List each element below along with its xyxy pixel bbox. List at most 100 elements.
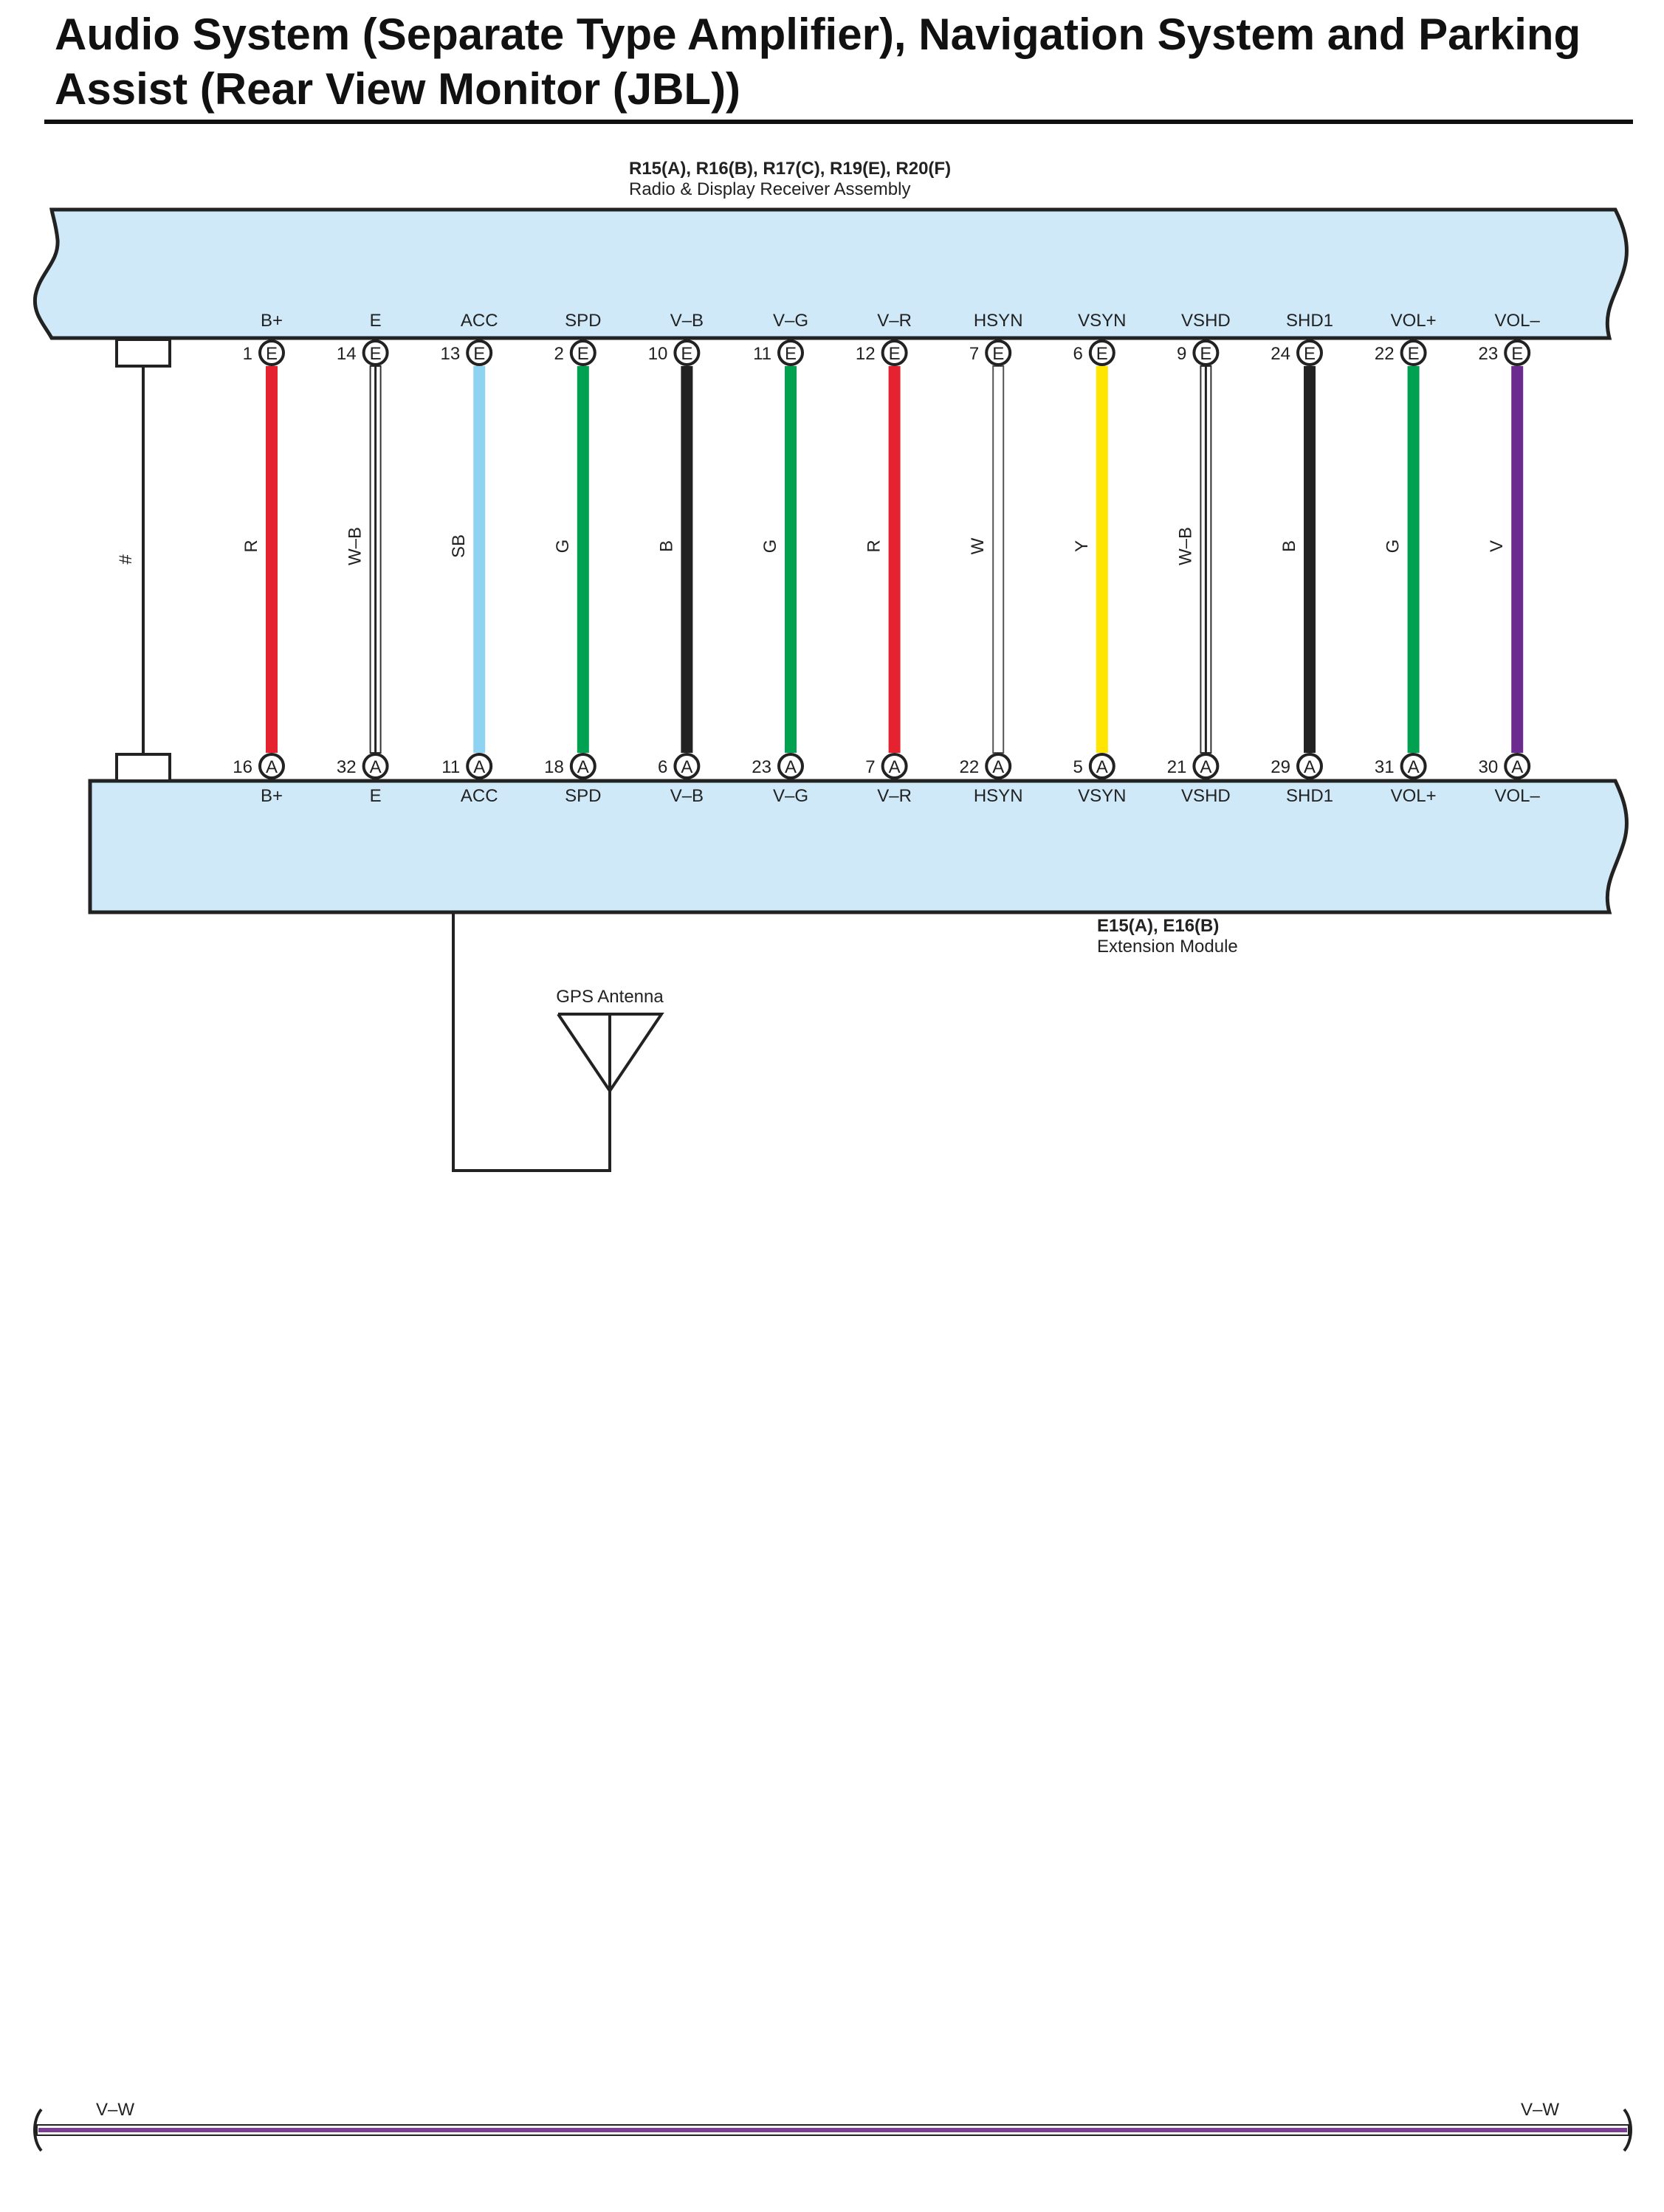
wire-7-color-label: W [968,537,988,554]
antenna-feed-wire [452,912,611,1172]
bottom-signal-label-2: ACC [461,786,498,806]
bottom-pin-0 [258,753,285,779]
wire-12-color-label: V [1487,540,1507,552]
top-pin-5 [777,340,804,366]
bottom-signal-label-6: V–R [877,786,912,806]
top-pin-conn-12: E [1511,344,1523,364]
wire-3 [577,366,589,753]
bottom-pin-conn-10: A [1304,757,1316,777]
bottom-pin-conn-1: A [370,757,382,777]
top-pin-10 [1296,340,1323,366]
gps-antenna-label: GPS Antenna [556,987,664,1007]
bottom-signal-label-9: VSHD [1181,786,1231,806]
bottom-pin-2 [466,753,493,779]
top-pin-conn-2: E [473,344,485,364]
bottom-pin-8 [1088,753,1115,779]
top-pin-conn-1: E [370,344,382,364]
top-pin-6 [881,340,908,366]
top-signal-label-5: V–G [773,311,808,331]
top-pin-number-8: 6 [1073,344,1082,364]
bottom-signal-label-12: VOL– [1495,786,1541,806]
shield-top-terminal [115,338,171,368]
top-pin-number-0: 1 [243,344,252,364]
wire-4 [681,366,693,753]
bus-wire-vw [38,2128,1627,2132]
top-pin-number-5: 11 [753,344,771,364]
wire-6 [888,366,901,753]
top-signal-label-7: HSYN [974,311,1023,331]
bottom-connector-body [88,779,1629,914]
top-pin-3 [569,340,597,366]
top-pin-conn-4: E [681,344,692,364]
bottom-pin-number-6: 7 [865,757,875,777]
top-signal-label-3: SPD [565,311,601,331]
wire-1-color-label: W–B [345,527,365,565]
bottom-signal-label-7: HSYN [974,786,1023,806]
wire-7 [992,365,1005,754]
bottom-pin-1 [362,753,389,779]
bottom-pin-9 [1192,753,1220,779]
top-connector-body [32,207,1629,340]
bottom-pin-conn-9: A [1200,757,1211,777]
wire-11 [1407,366,1420,753]
shield-bottom-terminal [115,753,171,782]
bus-right-break [1623,2108,1632,2152]
top-pin-12 [1504,340,1531,366]
bus-label-left: V–W [96,2100,134,2120]
wire-harness: RB+B+E1A16W–BEEE14A32SBACCACCE13A11GSPDS… [233,311,1540,806]
top-pin-11 [1400,340,1427,366]
top-pin-number-4: 10 [648,344,668,364]
top-pin-4 [673,340,701,366]
wire-10-color-label: B [1279,540,1299,552]
top-pin-number-11: 22 [1375,344,1395,364]
top-signal-label-2: ACC [461,311,498,331]
bottom-pin-number-8: 5 [1073,757,1082,777]
bottom-pin-12 [1504,753,1531,779]
wire-8 [1096,366,1108,753]
bottom-connector-name: Extension Module [1097,937,1238,957]
top-pin-conn-6: E [889,344,901,364]
bottom-pin-conn-0: A [266,757,278,777]
top-signal-label-0: B+ [261,311,283,331]
wire-5-color-label: G [760,540,780,554]
bottom-pin-number-12: 30 [1478,757,1498,777]
bottom-pin-number-1: 32 [337,757,357,777]
top-signal-label-12: VOL– [1495,311,1541,331]
bottom-pin-conn-12: A [1511,757,1523,777]
bottom-pin-11 [1400,753,1427,779]
bottom-pin-4 [673,753,701,779]
top-pin-2 [466,340,493,366]
top-signal-label-11: VOL+ [1391,311,1437,331]
top-pin-conn-7: E [992,344,1004,364]
top-pin-conn-9: E [1200,344,1211,364]
top-pin-1 [362,340,389,366]
wire-10 [1304,366,1316,753]
bottom-pin-10 [1296,753,1323,779]
wire-9-color-label: W–B [1175,527,1195,565]
wire-12 [1511,366,1524,753]
bottom-signal-label-4: V–B [670,786,704,806]
top-pin-number-10: 24 [1271,344,1290,364]
top-pin-number-7: 7 [969,344,979,364]
wire-3-color-label: G [553,540,573,554]
bottom-connector-codes: E15(A), E16(B) [1097,916,1219,936]
wire-2 [473,366,486,753]
top-pin-7 [985,340,1012,366]
top-pin-conn-8: E [1096,344,1108,364]
top-pin-number-12: 23 [1478,344,1498,364]
bottom-signal-label-5: V–G [773,786,808,806]
wire-6-color-label: R [864,540,884,552]
top-pin-conn-5: E [785,344,797,364]
bottom-pin-conn-3: A [577,757,589,777]
shield-label: # [116,554,136,565]
bottom-pin-conn-7: A [992,757,1004,777]
top-pin-number-1: 14 [337,344,357,364]
bottom-pin-conn-4: A [681,757,692,777]
top-pin-number-3: 2 [554,344,563,364]
top-connector-name: Radio & Display Receiver Assembly [629,179,910,199]
wire-4-color-label: B [656,540,676,552]
wire-8-color-label: Y [1072,540,1092,552]
bottom-signal-label-1: E [370,786,382,806]
top-pin-number-2: 13 [440,344,460,364]
